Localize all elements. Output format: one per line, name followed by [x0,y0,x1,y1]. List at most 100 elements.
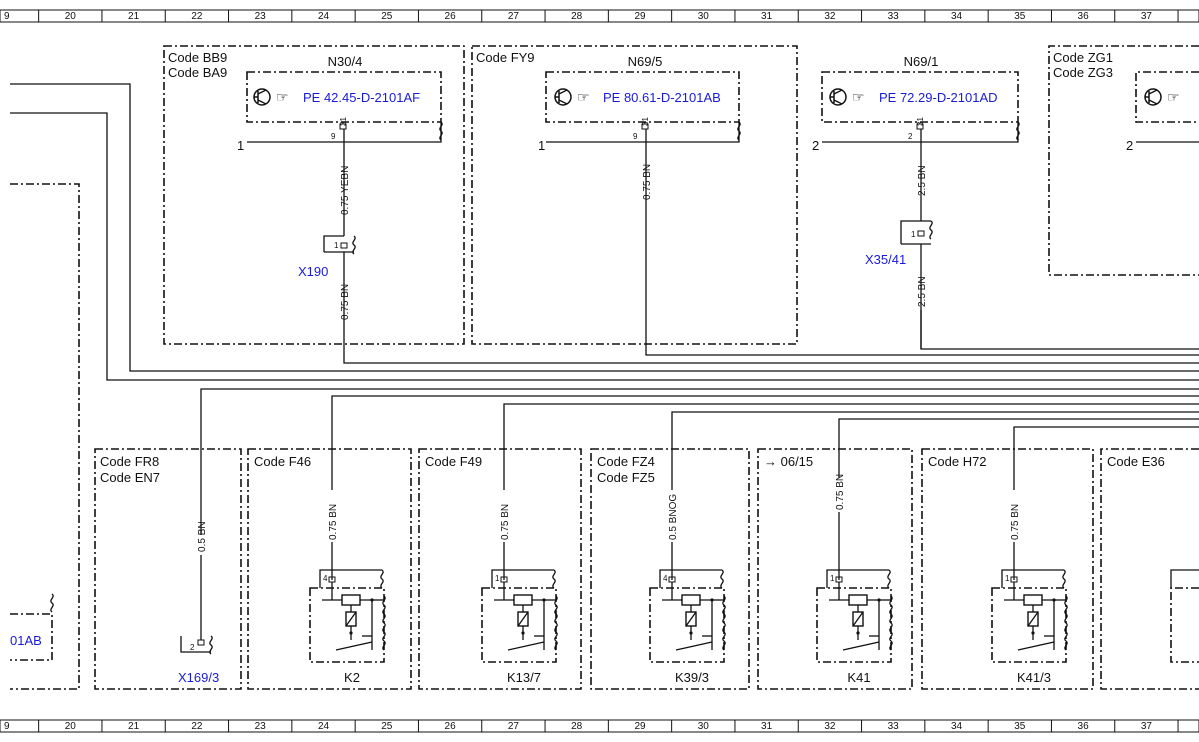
ruler-column-label: 35 [1014,11,1026,22]
pointing-hand-icon[interactable]: ☞ [1167,89,1180,105]
wire-label: 0.75 BN [1010,504,1021,540]
relay-coil-icon [1023,594,1043,606]
code-label: Code F49 [425,454,482,469]
wire-label: 0.75 BN [500,504,511,540]
n30-4-pin-b: 31 [339,117,348,126]
transistor-icon [1144,88,1162,106]
n69-5-link[interactable]: PE 80.61-D-2101AB [603,90,721,105]
ruler-column-label: 9 [4,721,10,732]
relay-coil-icon [513,594,533,606]
wire-label: 0.5 BNOG [668,494,679,540]
code-label: → 06/15 [764,454,813,469]
ruler-column-label: 26 [445,11,457,22]
n30-4-link[interactable]: PE 42.45-D-2101AF [303,90,420,105]
code-label: Code F46 [254,454,311,469]
code-label: Code H72 [928,454,987,469]
pin-label: 1 [1005,574,1010,583]
wire-label-w6: 0.5 BN [197,521,208,552]
svg-text:1: 1 [911,230,916,239]
ruler-column-label: 37 [1141,721,1153,732]
ruler-column-label: 25 [381,11,393,22]
zg1-pin-left: 2 [1126,138,1133,153]
transistor-icon [554,88,572,106]
svg-text:31: 31 [641,117,650,126]
relay-name: K41/3 [1017,670,1051,685]
ruler-column-label: 20 [65,721,77,732]
connector-x190: 1 X190 [298,235,356,279]
relay-name: K39/3 [675,670,709,685]
left-link[interactable]: 01AB [10,633,42,648]
ruler-column-label: 31 [761,721,773,732]
n30-4-title: N30/4 [328,54,363,69]
ruler-column-label: 30 [698,721,710,732]
ruler-column-label: 29 [634,721,646,732]
transistor-icon [829,88,847,106]
svg-text:2: 2 [908,132,913,141]
n69-5-pin-left: 1 [538,138,545,153]
code-zg3: Code ZG3 [1053,65,1113,80]
ruler-column-label: 28 [571,11,583,22]
box-e36: Code E36 [1100,448,1199,690]
ruler-column-label: 34 [951,721,963,732]
svg-text:9: 9 [633,132,638,141]
wire-label-w1: 0.75 YEBN [340,166,351,215]
connector-x35-41: 1 X35/41 [865,220,933,267]
code-e36: Code E36 [1107,454,1165,469]
ruler-column-label: 23 [255,721,267,732]
pin-label: 1 [830,574,835,583]
code-fy9: Code FY9 [476,50,535,65]
box-fr8: Code FR8 Code EN7 0.5 BN 2 X169/3 [94,448,242,690]
svg-text:31: 31 [916,117,925,126]
relay-name: K2 [344,670,360,685]
pin-label: 1 [495,574,500,583]
ruler-column-label: 22 [191,721,203,732]
ruler-column-label: 27 [508,721,520,732]
code-bb9: Code BB9 [168,50,227,65]
wire-label-w4: 2.5 BN [917,165,928,196]
code-en7: Code EN7 [100,470,160,485]
wire-label-w5: 2.5 BN [917,276,928,307]
pointing-hand-icon[interactable]: ☞ [852,89,865,105]
x169-3-link[interactable]: X169/3 [178,670,219,685]
box-n69-1: N69/1 ☞ PE 72.29-D-2101AD 2 2 31 2.5 BN … [812,54,1020,349]
ruler-column-label: 29 [634,11,646,22]
pointing-hand-icon[interactable]: ☞ [276,89,289,105]
n30-4-pin-left: 1 [237,138,244,153]
svg-text:2: 2 [190,643,195,652]
ruler-column-label: 27 [508,11,520,22]
ruler-column-label: 32 [824,11,836,22]
n69-1-link[interactable]: PE 72.29-D-2101AD [879,90,998,105]
transistor-icon [253,88,271,106]
n30-4-pin-a: 9 [331,132,336,141]
relay-name: K41 [847,670,870,685]
x35-41-link[interactable]: X35/41 [865,252,906,267]
ruler-column-label: 37 [1141,11,1153,22]
ruler-column-label: 26 [445,721,457,732]
ruler-column-label: 34 [951,11,963,22]
ruler-column-label: 33 [888,11,900,22]
box-n69-5: Code FY9 N69/5 ☞ PE 80.61-D-2101AB 1 9 3… [471,45,798,345]
ruler-column-label: 24 [318,11,330,22]
relay-coil-icon [341,594,361,606]
ruler-column-label: 22 [191,11,203,22]
ruler-column-label: 28 [571,721,583,732]
ruler-column-label: 9 [4,11,10,22]
n69-1-title: N69/1 [904,54,939,69]
x190-link[interactable]: X190 [298,264,328,279]
box-left-partial: 01AB [10,183,80,690]
pointing-hand-icon[interactable]: ☞ [577,89,590,105]
ruler-column-label: 36 [1078,11,1090,22]
wire-label: 0.75 BN [835,474,846,510]
box-zg1: Code ZG1 Code ZG3 ☞ 2 [1048,45,1199,276]
n69-5-title: N69/5 [628,54,663,69]
ruler-column-label: 35 [1014,721,1026,732]
relay-coil-icon [681,594,701,606]
